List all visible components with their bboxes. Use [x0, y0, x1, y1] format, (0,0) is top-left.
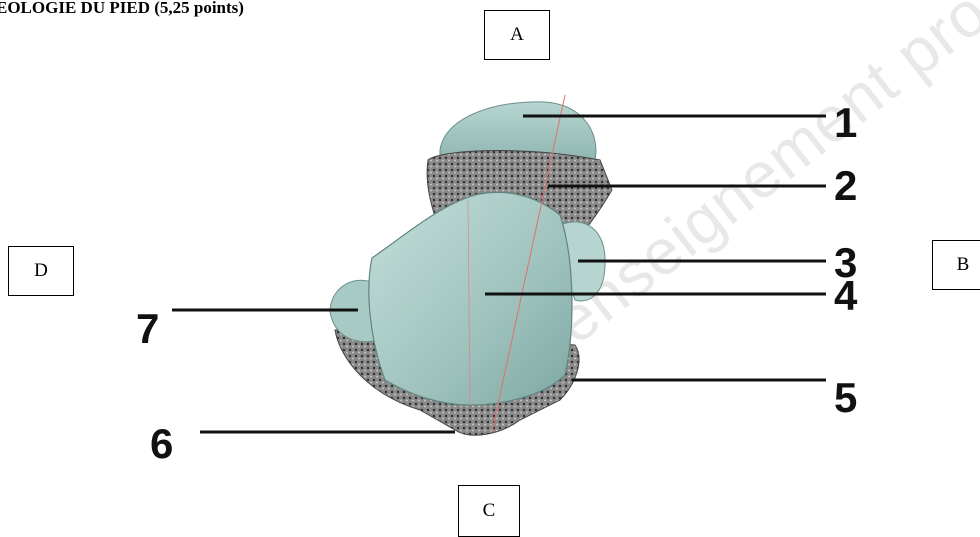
- callout-6: 6: [150, 420, 173, 467]
- callout-2: 2: [834, 162, 857, 209]
- callout-4: 4: [834, 272, 858, 319]
- callout-5: 5: [834, 374, 857, 421]
- callout-7: 7: [136, 305, 159, 352]
- callout-1: 1: [834, 99, 857, 146]
- bone-main-body: [369, 192, 572, 405]
